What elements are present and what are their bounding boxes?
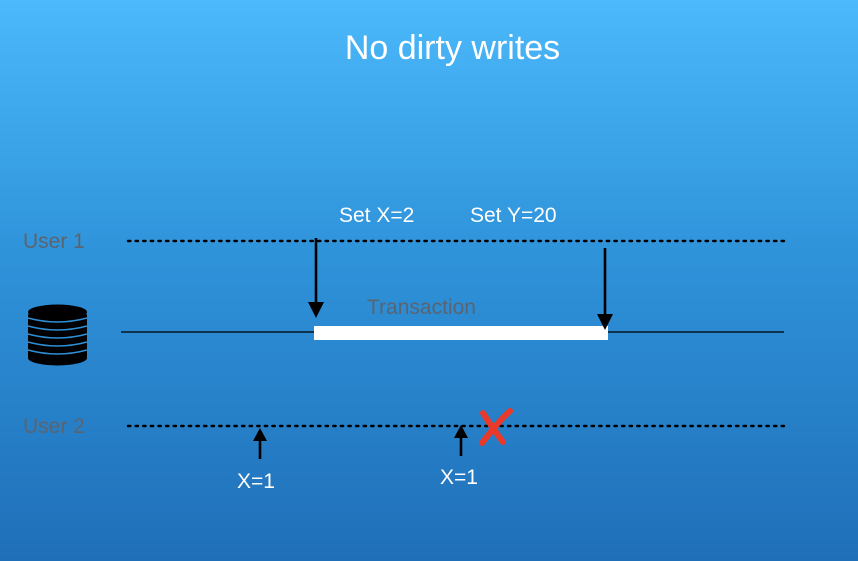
transaction-bar: [314, 326, 608, 340]
read-2-arrow: [454, 425, 468, 456]
red-cross-icon: [479, 408, 513, 446]
slide-title: No dirty writes: [344, 29, 561, 67]
user1-label: User 1: [23, 230, 85, 253]
set-x-label: Set X=2: [339, 204, 415, 227]
database-icon: [27, 304, 88, 366]
read-1-label: X=1: [237, 470, 275, 493]
read-1-arrow: [253, 428, 267, 459]
user2-label: User 2: [23, 415, 85, 438]
read-2-label: X=1: [440, 466, 478, 489]
write-x-arrow: [308, 238, 324, 318]
transaction-label: Transaction: [367, 296, 476, 319]
set-y-label: Set Y=20: [470, 204, 557, 227]
write-y-arrow: [597, 248, 613, 330]
